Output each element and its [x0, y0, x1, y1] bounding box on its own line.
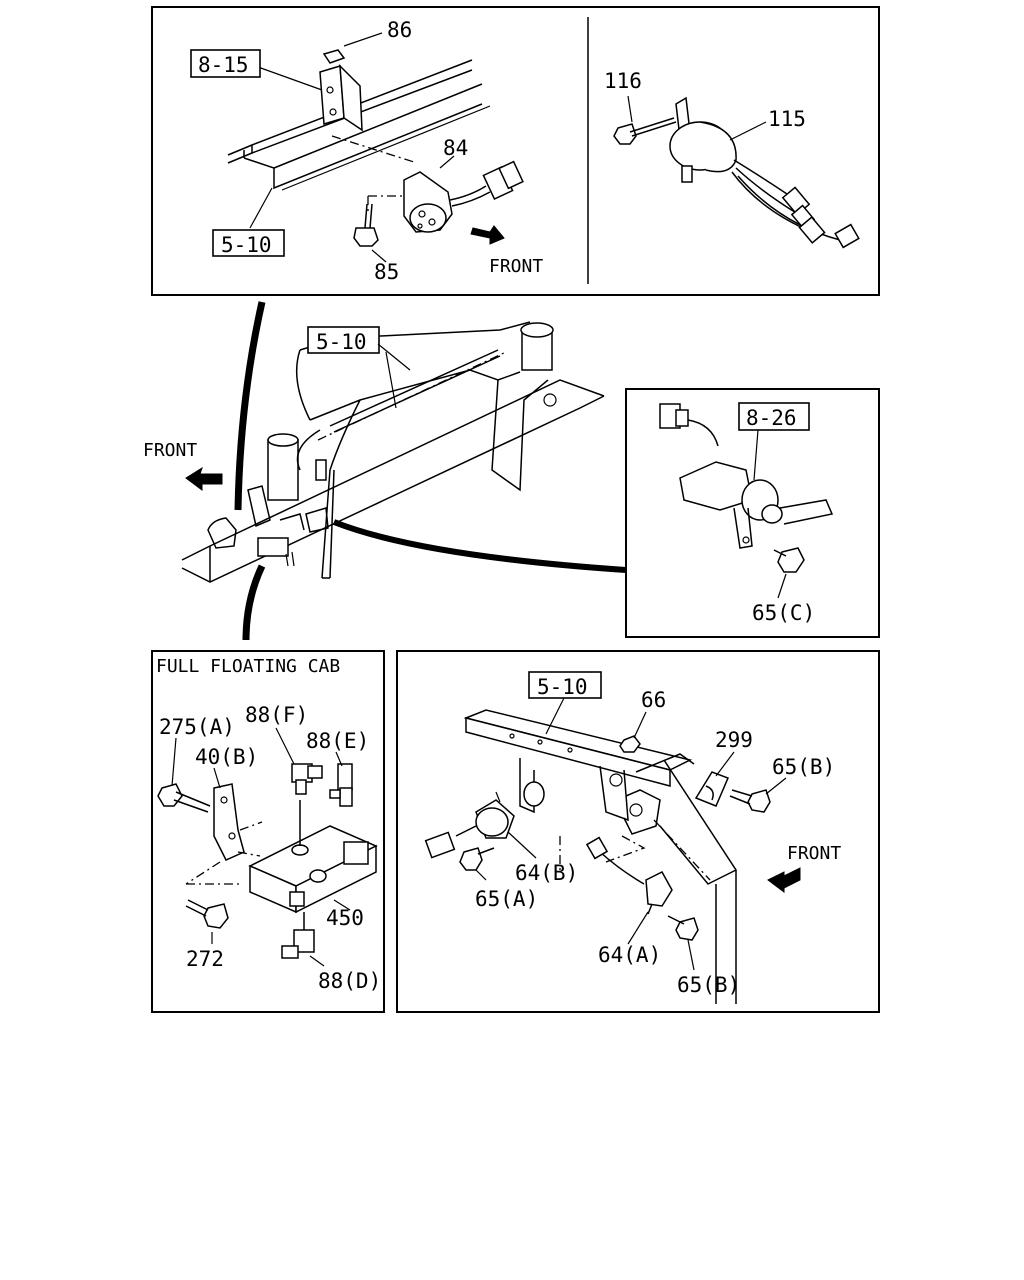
ref-box-5-10-bottom: [528, 671, 602, 699]
ref-box-8-15: [190, 49, 261, 78]
label-88f: 88(F): [245, 703, 308, 727]
label-85: 85: [374, 260, 399, 284]
label-ref-5-10-top: 5-10: [221, 233, 272, 257]
bolt-116: [613, 117, 677, 145]
label-ref-5-10-bottom: 5-10: [537, 675, 588, 699]
label-450: 450: [326, 906, 364, 930]
nut-66: [619, 735, 641, 753]
switch-64b: [424, 791, 515, 859]
label-272: 272: [186, 947, 224, 971]
label-40b: 40(B): [195, 745, 258, 769]
front-arrow-top: [470, 225, 505, 245]
bolt-65a: [459, 847, 495, 871]
crossmember-illustration: [463, 709, 737, 1004]
panel-top: 8-15 5-10 86 84 85 FRONT 116: [151, 6, 880, 296]
label-64b: 64(B): [515, 861, 578, 885]
panel-right-middle-border: [625, 388, 880, 638]
label-84: 84: [443, 136, 468, 160]
panel-right-middle: 8-26 65(C): [625, 388, 880, 638]
label-65b-bottom: 65(B): [677, 973, 740, 997]
ref-box-5-10-top: [212, 229, 285, 257]
connector-curve-top: [234, 301, 266, 511]
panel-bottom-left: FULL FLOATING CAB: [151, 650, 385, 1013]
panel-bottom-right: 5-10 66 299 65(B) FRONT 64(B) 65(A) 64(A…: [396, 650, 880, 1013]
valve-8-26: [659, 403, 834, 549]
center-overview: 5-10 FRONT: [143, 301, 627, 641]
bolt-65b-top: [729, 789, 771, 813]
connector-curve-bottom: [242, 564, 266, 641]
label-88d: 88(D): [318, 969, 381, 993]
label-299: 299: [715, 728, 753, 752]
bolt-85: [353, 203, 379, 247]
bolt-65c: [773, 547, 805, 573]
panel-bottom-right-border: [396, 650, 880, 1013]
label-65a: 65(A): [475, 887, 538, 911]
label-ref-8-26: 8-26: [746, 406, 797, 430]
frame-rail-illustration: [227, 59, 491, 191]
front-arrow-bottom-right: [767, 867, 801, 893]
label-88e: 88(E): [306, 729, 369, 753]
ref-box-8-26: [738, 402, 810, 431]
label-116: 116: [604, 69, 642, 93]
label-ref-5-10-center: 5-10: [316, 330, 367, 354]
fitting-88f: [291, 763, 323, 795]
label-front-bottom-right: FRONT: [787, 843, 841, 864]
panel-bottom-left-border: [151, 650, 385, 1013]
fitting-88d: [281, 912, 315, 959]
bracket-40b: [185, 783, 263, 885]
label-66: 66: [641, 688, 666, 712]
bracket-8-15: [319, 49, 415, 163]
bolt-275a: [157, 783, 211, 813]
fitting-88e: [329, 763, 353, 807]
valve-block-450: [248, 800, 378, 914]
label-275a: 275(A): [159, 715, 235, 739]
label-86: 86: [387, 18, 412, 42]
ref-box-5-10-center: [307, 326, 380, 354]
front-arrow-center: [185, 466, 223, 491]
label-front-top: FRONT: [489, 256, 543, 277]
panel-top-border: [151, 6, 880, 296]
switch-64a: [585, 836, 673, 915]
bolt-272: [185, 899, 229, 929]
label-65b-top: 65(B): [772, 755, 835, 779]
label-64a: 64(A): [598, 943, 661, 967]
connector-curve-right: [332, 519, 627, 573]
label-front-center: FRONT: [143, 440, 197, 461]
label-65c: 65(C): [752, 601, 815, 625]
label-ref-8-15: 8-15: [198, 53, 249, 77]
sensor-115: [669, 96, 860, 249]
part-299: [694, 771, 729, 807]
label-115: 115: [768, 107, 806, 131]
switch-84: [367, 160, 524, 233]
panel-title-full-floating-cab: FULL FLOATING CAB: [156, 656, 340, 677]
bolt-65b-bottom: [667, 915, 699, 941]
